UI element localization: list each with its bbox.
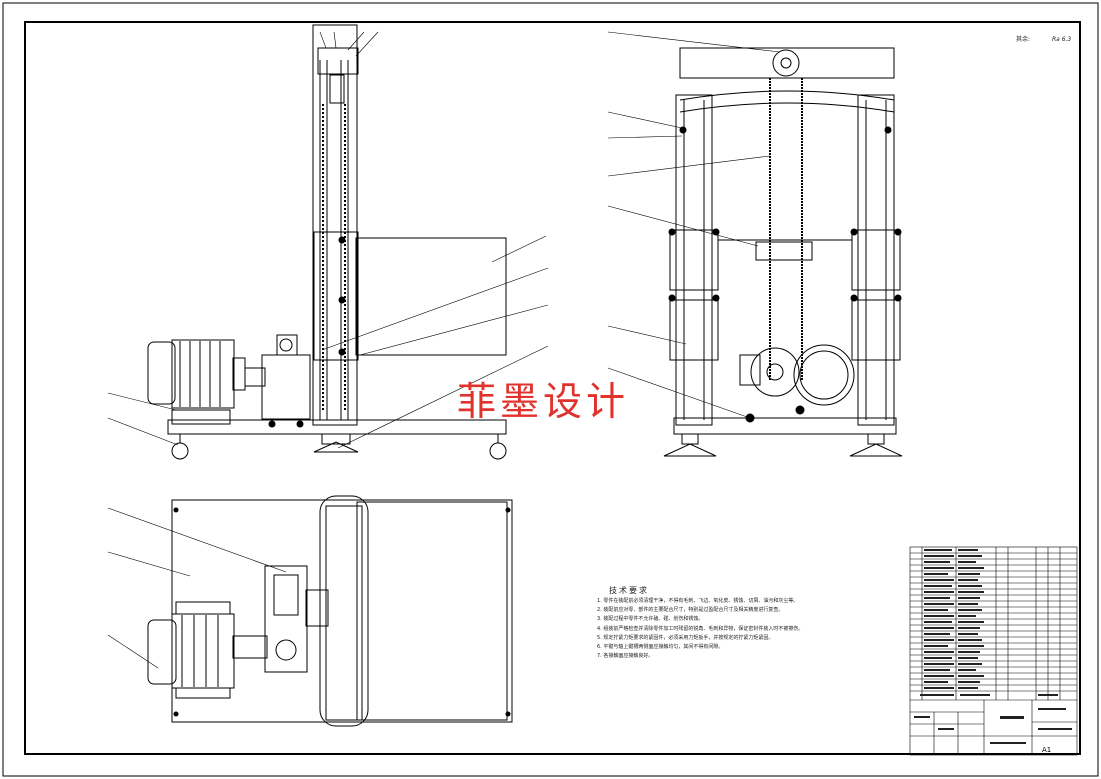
base-plate-plan <box>171 499 513 723</box>
side-view-leaders <box>607 31 781 419</box>
sleeve-right <box>851 229 901 291</box>
watermark-text: 菲墨设计 <box>457 380 630 425</box>
requirement-item: 1. 零件在装配前必须清理干净，不得有毛刺、飞边、氧化皮、锈蚀、切屑、油污和灰尘… <box>597 598 799 604</box>
top-sprocket <box>772 49 800 77</box>
pulley-bracket <box>329 74 345 104</box>
top-crossbeam <box>679 47 895 79</box>
motor-body <box>171 339 235 409</box>
requirement-item: 4. 组装前严格检查并清除零件加工时残留的锐角、毛刺和异物，保证密封件装入时不被… <box>597 625 804 632</box>
parts-list <box>909 546 1078 756</box>
column-plan <box>319 495 369 727</box>
requirement-item: 6. 平键与轴上键槽两侧面应接触均匀，其间不得有间隙。 <box>597 644 724 651</box>
parts-list-text-marks <box>914 549 1072 744</box>
sleeve-left <box>669 229 719 291</box>
top-view <box>147 495 513 727</box>
side-reducer <box>750 347 800 397</box>
carriage-plate <box>755 241 813 261</box>
roughness-label: 其余: <box>1016 36 1031 43</box>
fork-platform-plan <box>356 501 508 721</box>
fork-platform <box>355 237 507 356</box>
column-left <box>675 94 713 426</box>
front-view <box>147 24 507 460</box>
reducer-plan <box>264 565 308 673</box>
caster-right <box>489 442 507 460</box>
side-motor <box>793 344 855 406</box>
front-view-leaders <box>107 31 549 669</box>
roughness-value: Ra 6.3 <box>1051 36 1072 43</box>
technical-requirements: 技术要求 1. 零件在装配前必须清理干净，不得有毛刺、飞边、氧化皮、锈蚀、切屑、… <box>597 585 897 661</box>
inner-frame <box>24 21 1081 755</box>
requirement-item: 7. 各接触面应接触良好。 <box>597 653 654 660</box>
caster-left <box>171 442 189 460</box>
drawing-size-label: A1 <box>1042 746 1052 754</box>
column-right <box>857 94 895 426</box>
requirement-item: 3. 装配过程中零件不允许磕、碰、划伤和锈蚀。 <box>597 616 704 623</box>
side-view <box>663 47 903 457</box>
base-frame <box>167 419 507 435</box>
gear-reducer <box>261 354 311 420</box>
top-pulley <box>317 47 359 75</box>
technical-requirements-title: 技术要求 <box>609 586 649 595</box>
side-base-frame <box>673 417 897 435</box>
lifting-column <box>312 24 358 426</box>
motor-endcap <box>147 341 176 405</box>
requirement-item: 2. 装配前应对零、部件的主要配合尺寸，特别是过盈配合尺寸及相关精度进行复查。 <box>597 607 784 614</box>
leveling-foot <box>313 441 359 453</box>
requirement-item: 5. 规定拧紧力矩要求的紧固件，必须采用力矩扳手，并按规定的拧紧力矩紧固。 <box>597 634 774 641</box>
motor-plan <box>171 613 235 689</box>
surface-roughness-note: 其余: Ra 6.3 <box>1016 34 1071 43</box>
